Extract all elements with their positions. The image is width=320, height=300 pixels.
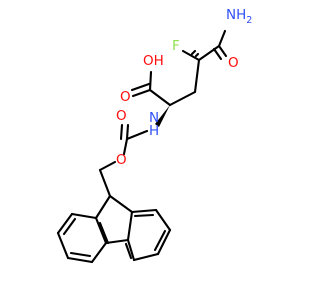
bond-ch2-calpha: [168, 90, 197, 107]
bond-cacid-oh: [148, 70, 153, 92]
bond-camide-o-2: [212, 47, 223, 61]
bond-rring-d1: [133, 213, 155, 218]
bond-oester-ch2: [98, 160, 117, 172]
bond-lring-1: [70, 212, 98, 220]
bond-cacid-o-1: [131, 88, 152, 98]
molecule-structure-diagram: NH2 O F OH O H N O O: [56, 7, 252, 264]
atom-o-acid: O: [120, 89, 131, 105]
bond-lring-d1: [62, 217, 77, 236]
bond-rring-d2: [153, 229, 167, 252]
bond-lring-4: [66, 256, 94, 264]
molecule-svg: NH2 O F OH O H N O O: [56, 7, 252, 264]
bond-lring-2: [56, 212, 74, 235]
bond-calpha-cacid: [148, 88, 172, 107]
bond-calpha-n-wedge: [155, 105, 170, 127]
atom-nh-h: H: [149, 123, 159, 139]
bond-c4a-c4b: [104, 238, 130, 245]
bond-cf-ch2: [193, 58, 201, 94]
atom-nh2: NH2: [226, 7, 252, 26]
bond-rring-3: [156, 228, 172, 256]
bond-lring-d2: [69, 251, 92, 258]
hash-2: [190, 49, 197, 56]
bond-rring-5: [126, 238, 136, 262]
bond-cf-camide: [197, 44, 221, 62]
bond-c9a-c4a: [94, 216, 108, 245]
bond-ccarb-oester: [122, 137, 129, 156]
bond-c8a-c4b: [126, 210, 134, 242]
atom-oh: OH: [143, 53, 164, 69]
hash-1: [194, 52, 200, 58]
bond-cf-f: [181, 49, 201, 62]
bond-ccarb-o-1: [125, 123, 130, 141]
bond-lring-3: [56, 231, 70, 260]
bond-rring-1: [130, 208, 158, 214]
atom-nh-n: N: [149, 110, 159, 126]
atom-o-ester: O: [116, 152, 127, 168]
bond-camide-o-1: [217, 44, 228, 58]
bond-cacid-o-2: [130, 82, 151, 92]
atom-o-amide: O: [228, 55, 239, 71]
bond-rring-4: [132, 252, 160, 262]
bond-camide-n: [217, 29, 227, 48]
bond-lring-d3: [98, 221, 110, 245]
bond-ch2-c9: [98, 168, 112, 198]
bond-lring-5: [90, 241, 108, 264]
bond-rring-d3: [124, 242, 133, 260]
bond-ccarb-o-2: [119, 123, 124, 141]
bond-c9-c9a: [94, 194, 112, 220]
atom-f: F: [172, 38, 180, 54]
stereo-hash-f: [190, 49, 200, 58]
bond-c9-c8a: [108, 194, 134, 214]
bond-n-ccarb: [125, 129, 149, 141]
bond-rring-2: [154, 208, 172, 232]
atom-o-carbamate: O: [116, 108, 127, 124]
